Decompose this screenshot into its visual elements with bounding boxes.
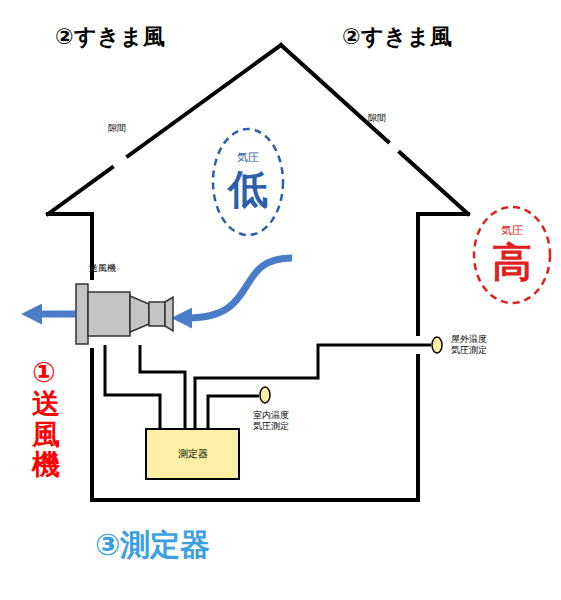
node-text: 低	[228, 165, 268, 213]
signal-wire	[105, 345, 160, 428]
blower: 送風機	[75, 283, 175, 345]
callout-number: ③測定器	[95, 525, 210, 566]
signal-wire	[208, 396, 259, 428]
gap-label: 隙間	[368, 112, 386, 125]
node-text: 屋外温度 気圧測定	[451, 334, 492, 356]
outdoor-sensor: 屋外温度 気圧測定	[431, 336, 443, 354]
node-text: 気圧	[501, 224, 523, 237]
airflow-arrow	[188, 258, 292, 318]
blower-body	[76, 284, 173, 344]
blower-shape	[75, 283, 175, 345]
pressure-outline	[213, 129, 283, 235]
node-text: 室内温度 気圧測定	[253, 410, 294, 432]
sensor-bulb	[260, 387, 270, 403]
low-pressure-zone: 気圧低	[211, 127, 285, 237]
pressure-outline	[474, 207, 550, 303]
gap-label: 隙間	[108, 122, 126, 135]
indoor-sensor-shape	[259, 386, 271, 404]
house-outline	[48, 45, 468, 500]
node-text: 測定器	[178, 448, 208, 460]
node-text: 高	[492, 238, 532, 286]
indoor-sensor: 室内温度 気圧測定	[259, 386, 271, 404]
signal-wire	[195, 345, 431, 428]
sensor-bulb	[432, 337, 442, 353]
callout-label: ②すきま風	[55, 22, 165, 52]
callout-number: ①送風機	[32, 358, 60, 481]
node-text: 送風機	[89, 263, 116, 274]
outdoor-sensor-shape	[431, 336, 443, 354]
node-text: 気圧	[237, 151, 259, 164]
measuring-device: 測定器	[145, 428, 240, 480]
signal-wire	[140, 345, 185, 428]
high-pressure-zone: 気圧高	[472, 205, 552, 305]
exhaust-arrow	[38, 311, 75, 318]
callout-label: ②すきま風	[342, 22, 452, 52]
device-box	[146, 429, 239, 479]
